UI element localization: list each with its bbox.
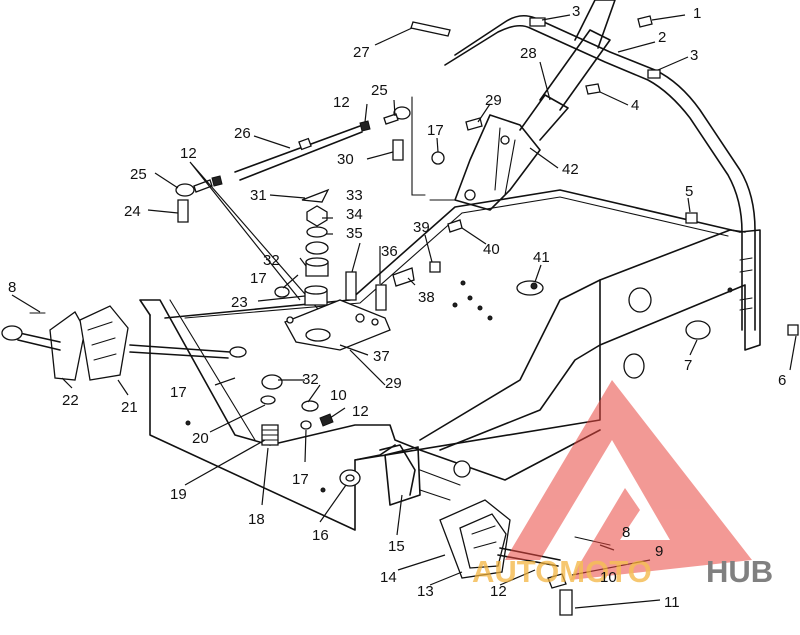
callout-25: 25 (130, 166, 147, 183)
callout-40: 40 (483, 241, 500, 258)
callout-35: 35 (346, 225, 363, 242)
callout-12: 12 (333, 94, 350, 111)
callout-41: 41 (533, 249, 550, 266)
watermark-word-light: AUTOMOTO (472, 554, 652, 589)
callout-32: 32 (263, 252, 280, 269)
callout-29: 29 (385, 375, 402, 392)
callout-6: 6 (778, 372, 786, 389)
callout-18: 18 (248, 511, 265, 528)
left-boot-assembly (1, 305, 129, 381)
callout-8: 8 (622, 524, 630, 541)
callout-19: 19 (170, 486, 187, 503)
chassis-frame (139, 189, 761, 531)
callout-32: 32 (302, 371, 319, 388)
callout-10: 10 (330, 387, 347, 404)
callout-7: 7 (684, 357, 692, 374)
pan-top-edge (164, 189, 741, 319)
callout-14: 14 (380, 569, 397, 586)
callout-42: 42 (562, 161, 579, 178)
callout-10: 10 (600, 569, 617, 586)
callout-3: 3 (572, 3, 580, 20)
handlebar-tube (411, 0, 756, 331)
callout-30: 30 (337, 151, 354, 168)
callout-9: 9 (655, 543, 663, 560)
callout-17: 17 (170, 384, 187, 401)
callout-22: 22 (62, 392, 79, 409)
callout-3: 3 (690, 47, 698, 64)
watermark-logo: AUTOMOTO HUB (472, 380, 773, 589)
callout-17: 17 (250, 270, 267, 287)
callout-36: 36 (381, 243, 398, 260)
callout-25: 25 (371, 82, 388, 99)
callout-11: 11 (664, 594, 680, 611)
callout-17: 17 (427, 122, 444, 139)
callout-4: 4 (631, 97, 639, 114)
callout-31: 31 (250, 187, 267, 204)
callout-15: 15 (388, 538, 405, 555)
callout-12: 12 (490, 583, 507, 600)
callout-20: 20 (192, 430, 209, 447)
callout-21: 21 (121, 399, 138, 416)
leader-lines (11, 14, 797, 609)
callout-12: 12 (180, 145, 197, 162)
callout-5: 5 (685, 183, 693, 200)
callout-1: 1 (693, 5, 701, 22)
callout-37: 37 (373, 348, 390, 365)
callout-labels: 1 2 3 3 4 5 6 7 8 8 9 10 10 11 12 12 12 … (8, 3, 786, 611)
callout-13: 13 (417, 583, 434, 600)
column-bracket (454, 114, 541, 211)
top-hardware (410, 15, 799, 340)
watermark-word-dark: HUB (706, 554, 773, 589)
callout-24: 24 (124, 203, 141, 220)
front-lip (139, 299, 601, 481)
callout-12: 12 (352, 403, 369, 420)
callout-8: 8 (8, 279, 16, 296)
callout-28: 28 (520, 45, 537, 62)
pivot-stack (129, 151, 544, 487)
callout-34: 34 (346, 206, 363, 223)
callout-29: 29 (485, 92, 502, 109)
callout-39: 39 (413, 219, 430, 236)
front-bracket (384, 446, 421, 506)
watermark-triangle (505, 380, 752, 580)
callout-27: 27 (353, 44, 370, 61)
callout-23: 23 (231, 294, 248, 311)
right-side-wall (599, 229, 746, 346)
callout-16: 16 (312, 527, 329, 544)
steering-linkage (175, 106, 411, 341)
callout-38: 38 (418, 289, 435, 306)
callout-2: 2 (658, 29, 666, 46)
callout-26: 26 (234, 125, 251, 142)
callout-33: 33 (346, 187, 363, 204)
callout-17: 17 (292, 471, 309, 488)
